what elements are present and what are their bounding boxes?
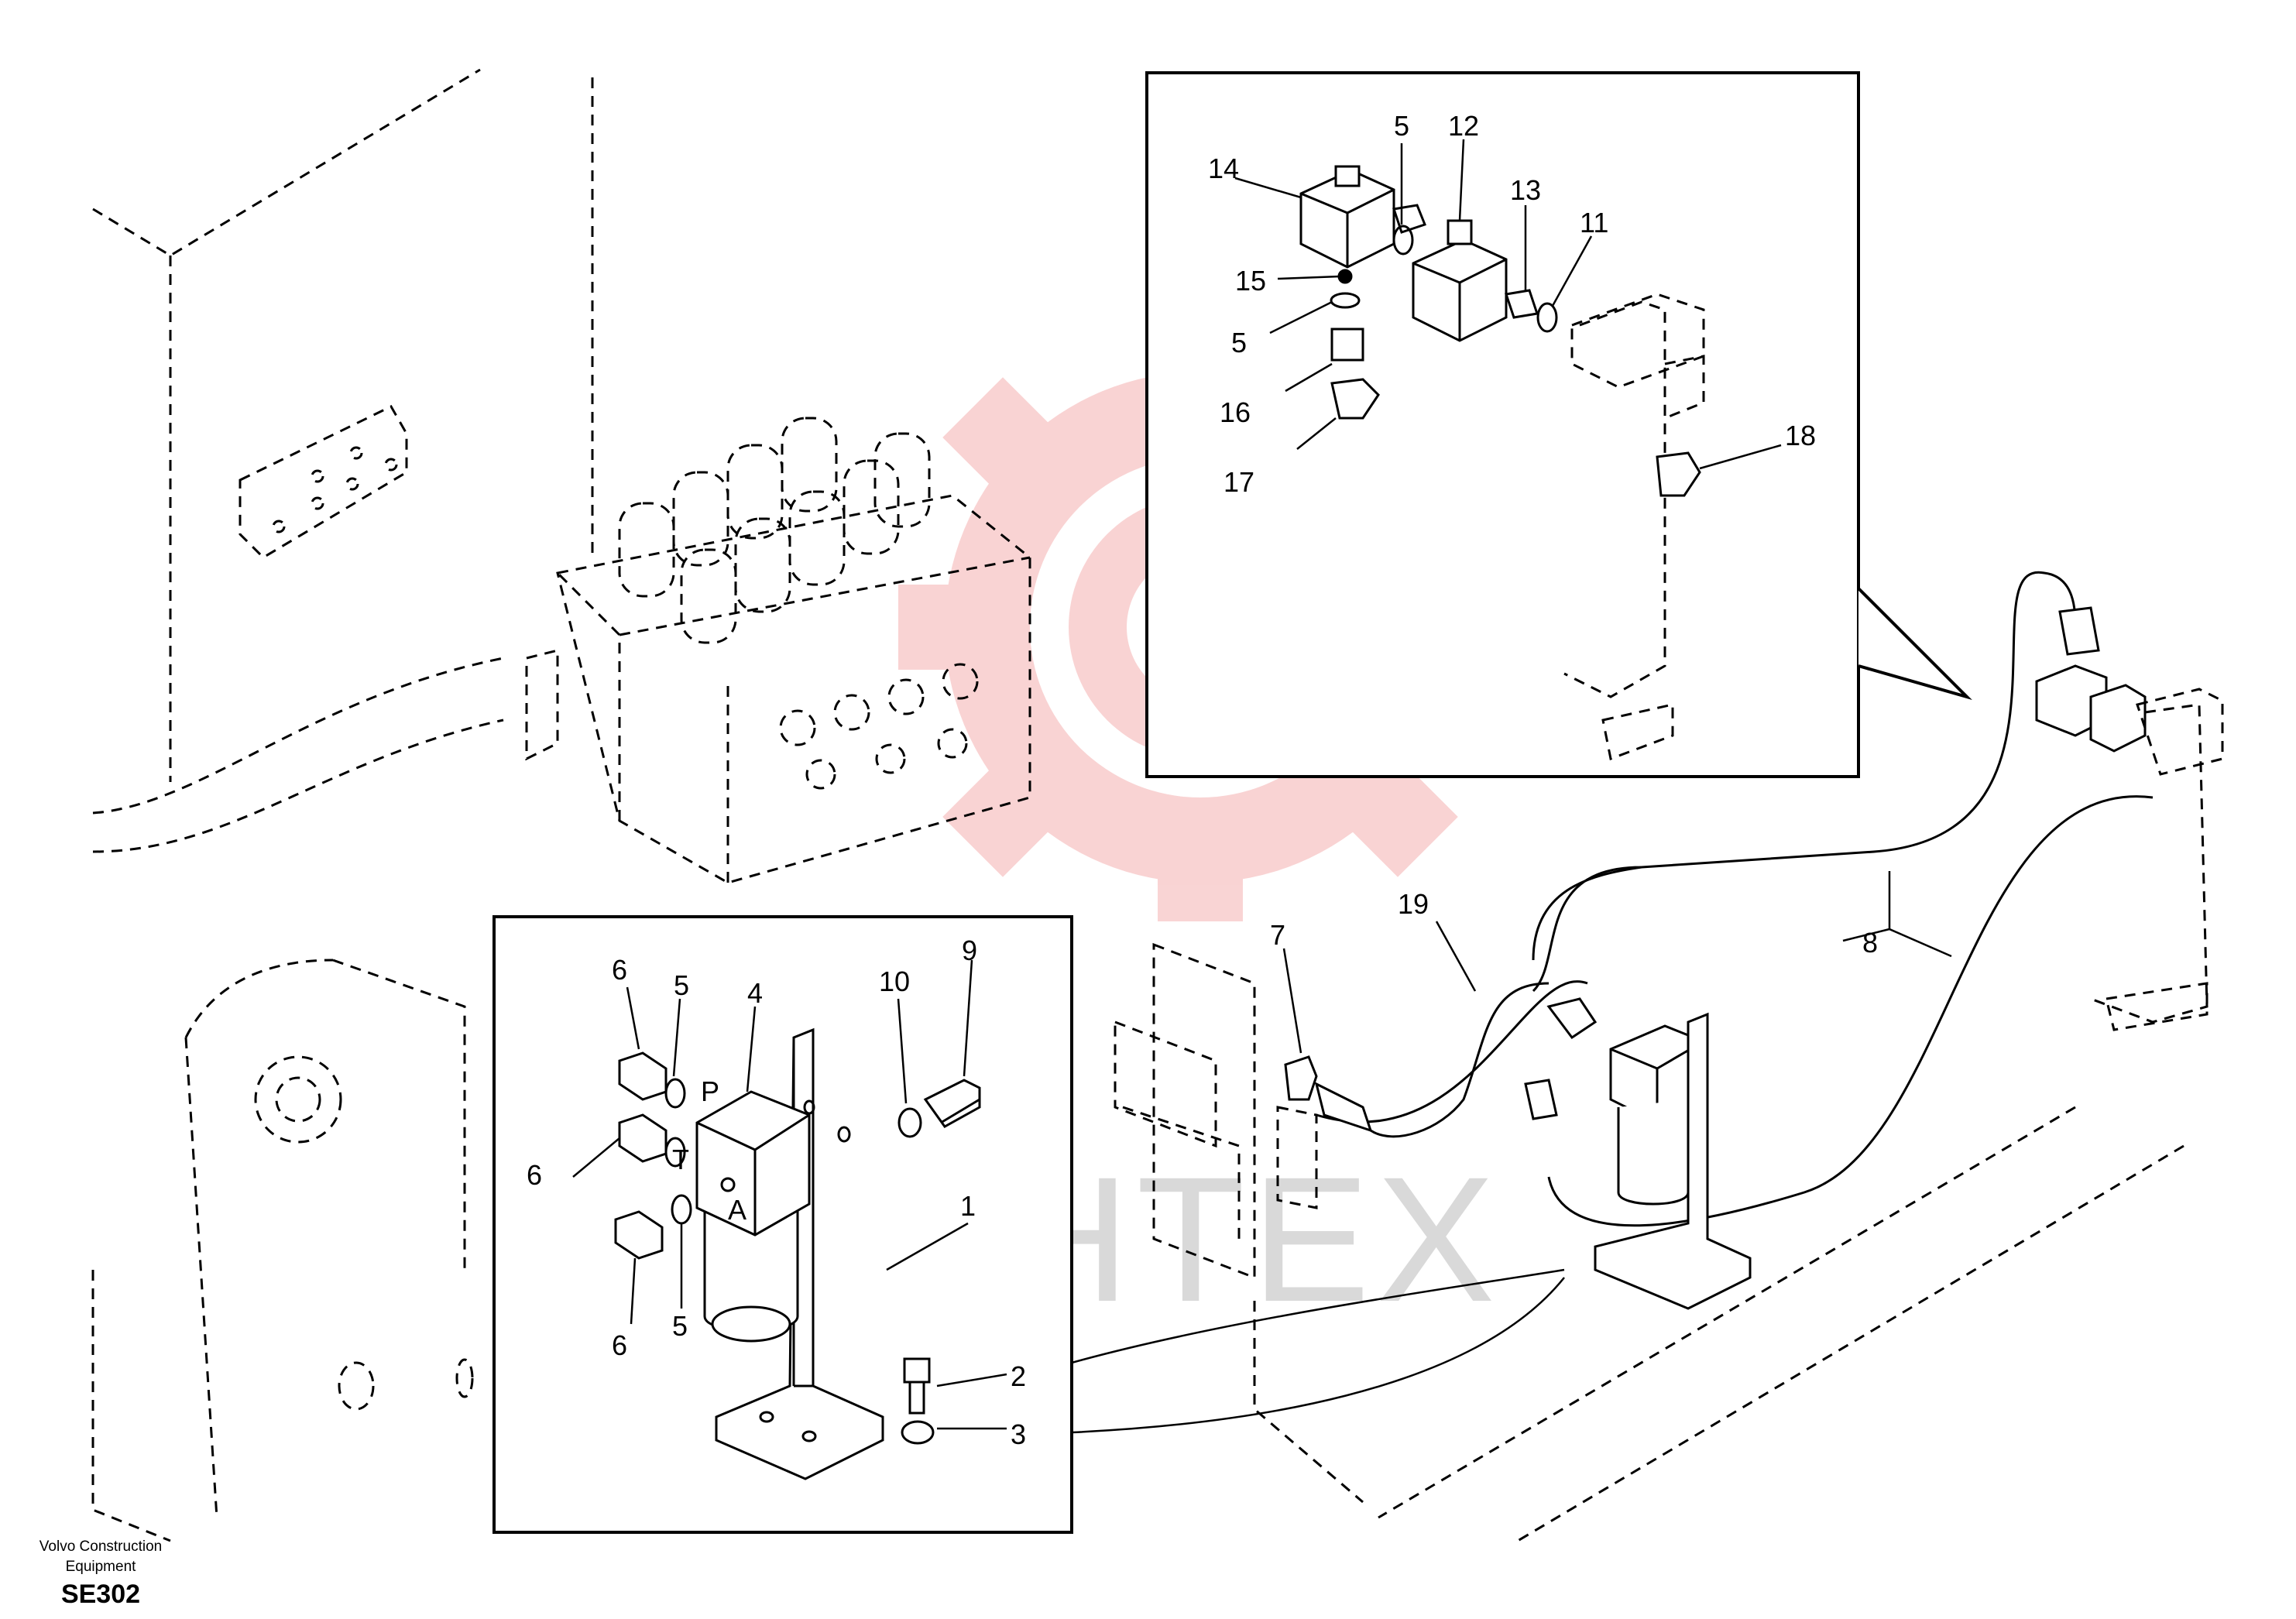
callout-8: 8 [1862,927,1878,959]
inset-box-solenoid-bracket [492,915,1073,1534]
port-label-t: T [672,1144,689,1175]
callout-2: 2 [1011,1360,1026,1392]
callout-4: 4 [747,977,763,1009]
footer-company: Volvo Construction Equipment [39,1538,163,1575]
bolt-9 [897,1079,981,1138]
inset-box-valve-detail [1145,71,1972,778]
callout-1: 1 [960,1190,976,1222]
pressure-switch-assembly [1524,997,1752,1310]
control-valve-block [525,494,1031,884]
port-labels: P T A [672,1075,746,1226]
callout-5: 5 [1231,327,1247,358]
callout-6: 6 [612,954,627,986]
callout-10: 10 [879,966,910,997]
leader-lines-main [1071,871,1952,1434]
callout-18: 18 [1785,420,1816,451]
callout-9: 9 [962,935,977,966]
callout-11: 11 [1580,207,1608,238]
callout-5: 5 [674,969,689,1001]
callout-15: 15 [1235,265,1266,297]
fittings-6 [614,1051,692,1260]
fitting-7 [1284,1055,1373,1133]
callout-5: 5 [672,1310,688,1342]
port-label-p: P [701,1075,719,1107]
valve-12 [1412,219,1508,342]
port-label-a: A [728,1194,746,1226]
leader-lines-inset-1 [572,959,1007,1430]
right-valve-bank [2035,606,2147,753]
callout-19: 19 [1398,888,1429,920]
remote-valve-dashed [1114,942,1318,1280]
solenoid-valve [695,1090,811,1343]
callout-13: 13 [1510,174,1541,206]
bolt-2 [901,1357,935,1445]
callout-labels: 14 5 12 13 11 15 5 16 17 18 6 5 4 10 9 6… [527,110,1878,1450]
callout-5: 5 [1394,110,1409,142]
callout-6: 6 [527,1159,542,1191]
valve-14 [1299,165,1426,269]
frame-hole [254,1055,474,1411]
small-fittings [1330,225,1701,497]
mounting-plate [239,405,408,559]
callout-14: 14 [1208,153,1239,184]
callout-6: 6 [612,1329,627,1361]
callout-7: 7 [1270,919,1285,951]
callout-3: 3 [1011,1418,1026,1450]
solenoid-coils [618,417,979,790]
leader-lines-inset-2 [1234,139,1782,470]
machine-frame-outline [91,68,2184,1542]
hoses [1316,571,2154,1227]
callout-16: 16 [1220,396,1251,428]
callout-17: 17 [1224,466,1254,498]
callout-12: 12 [1448,110,1479,142]
footer-code: SE302 [60,1580,141,1609]
right-bracket-dashed [2090,688,2224,1031]
